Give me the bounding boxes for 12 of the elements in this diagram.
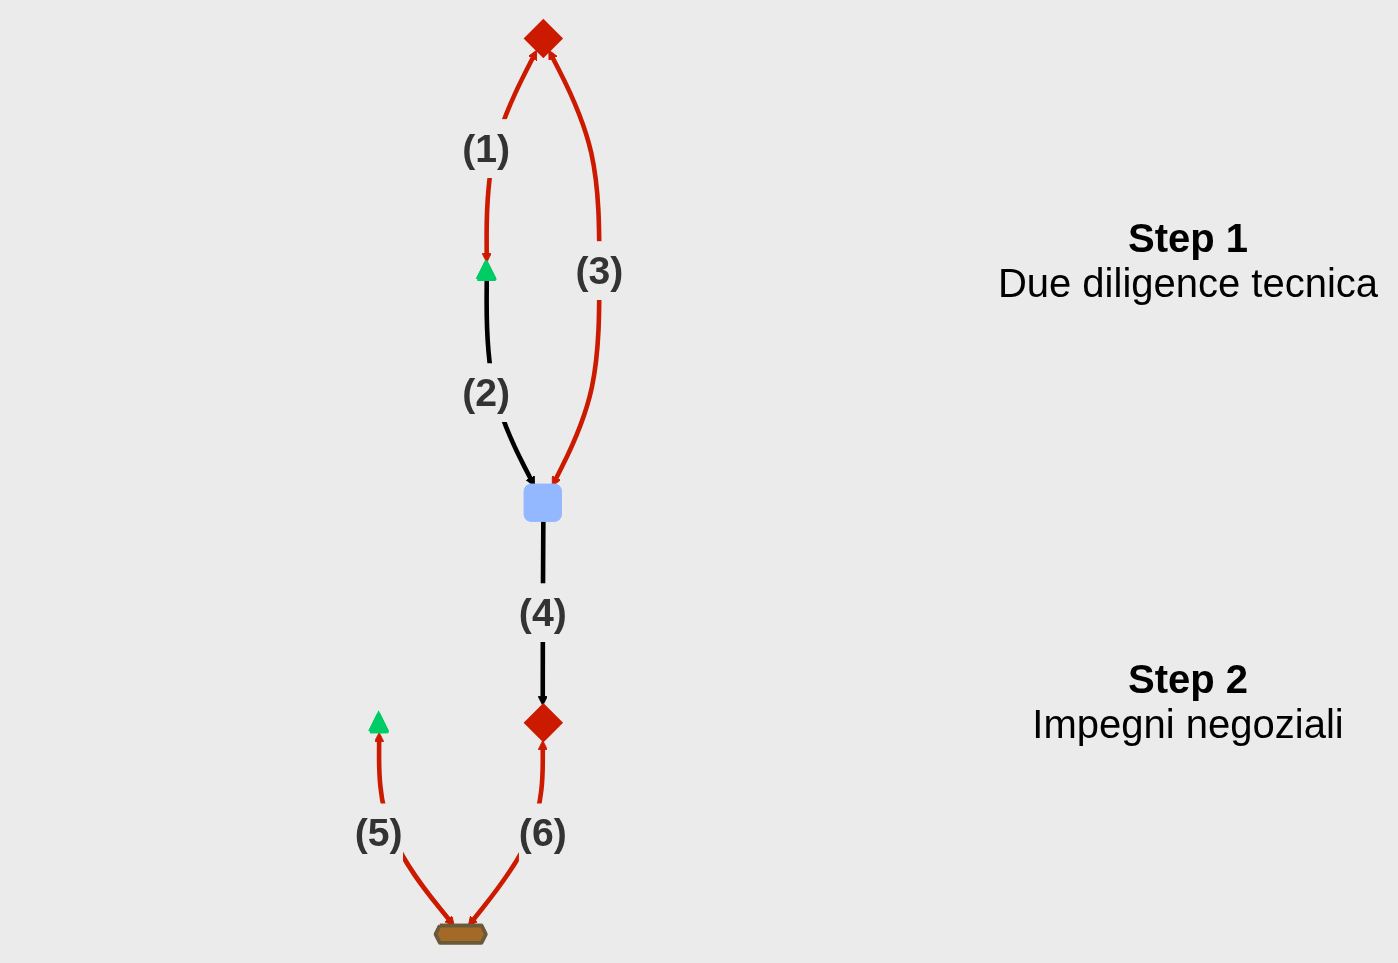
edge-label: (1) bbox=[462, 125, 511, 170]
node-diamond bbox=[523, 702, 564, 742]
edge-label: (3) bbox=[575, 247, 624, 292]
node-diamond bbox=[523, 18, 564, 58]
edge-label: (2) bbox=[462, 369, 511, 414]
step-heading: Step 2 bbox=[1126, 657, 1249, 703]
edge-label: (5) bbox=[354, 809, 403, 854]
edge-label: (6) bbox=[518, 809, 567, 854]
step-heading: Step 1 bbox=[1126, 215, 1249, 261]
edge-label: (4) bbox=[518, 589, 567, 634]
step-description: Impegni negoziali bbox=[1031, 702, 1345, 748]
step-description: Due diligence tecnica bbox=[996, 260, 1380, 306]
